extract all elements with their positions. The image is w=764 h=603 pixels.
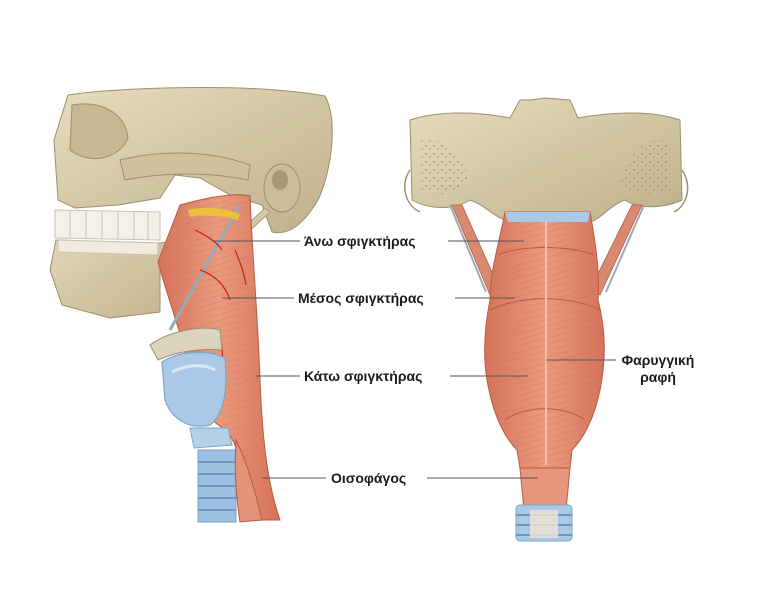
orbit <box>69 103 129 159</box>
label-esophagus: Οισοφάγος <box>331 470 407 486</box>
esophagus-lateral <box>234 438 263 523</box>
label-middle-constrictor: Μέσος σφιγκτήρας <box>298 290 424 306</box>
label-pharyngeal-raphe-line2: ραφή <box>640 369 676 385</box>
cricoid-cartilage <box>189 427 233 449</box>
nerve <box>188 207 240 220</box>
label-pharyngeal-raphe: Φαρυγγική ραφή <box>618 352 698 386</box>
trachea <box>197 449 237 523</box>
right-stylopharyngeus <box>589 204 643 296</box>
upper-teeth <box>54 209 161 241</box>
trachea-posterior <box>515 504 573 542</box>
esophagus-posterior <box>519 467 571 511</box>
hyoid-bone <box>149 327 223 361</box>
label-lower-constrictor: Κάτω σφιγκτήρας <box>304 368 423 384</box>
posterior-view <box>404 97 689 542</box>
skull-base <box>409 97 683 223</box>
leader-lines <box>212 240 616 479</box>
ear-canal <box>272 170 288 190</box>
lateral-view <box>49 87 333 523</box>
label-upper-constrictor: Άνω σφιγκτήρας <box>304 233 416 249</box>
zygomatic-arch <box>119 152 251 181</box>
lower-teeth <box>57 239 159 256</box>
label-pharyngeal-raphe-line1: Φαρυγγική <box>621 352 695 368</box>
thyroid-cartilage <box>161 351 227 427</box>
